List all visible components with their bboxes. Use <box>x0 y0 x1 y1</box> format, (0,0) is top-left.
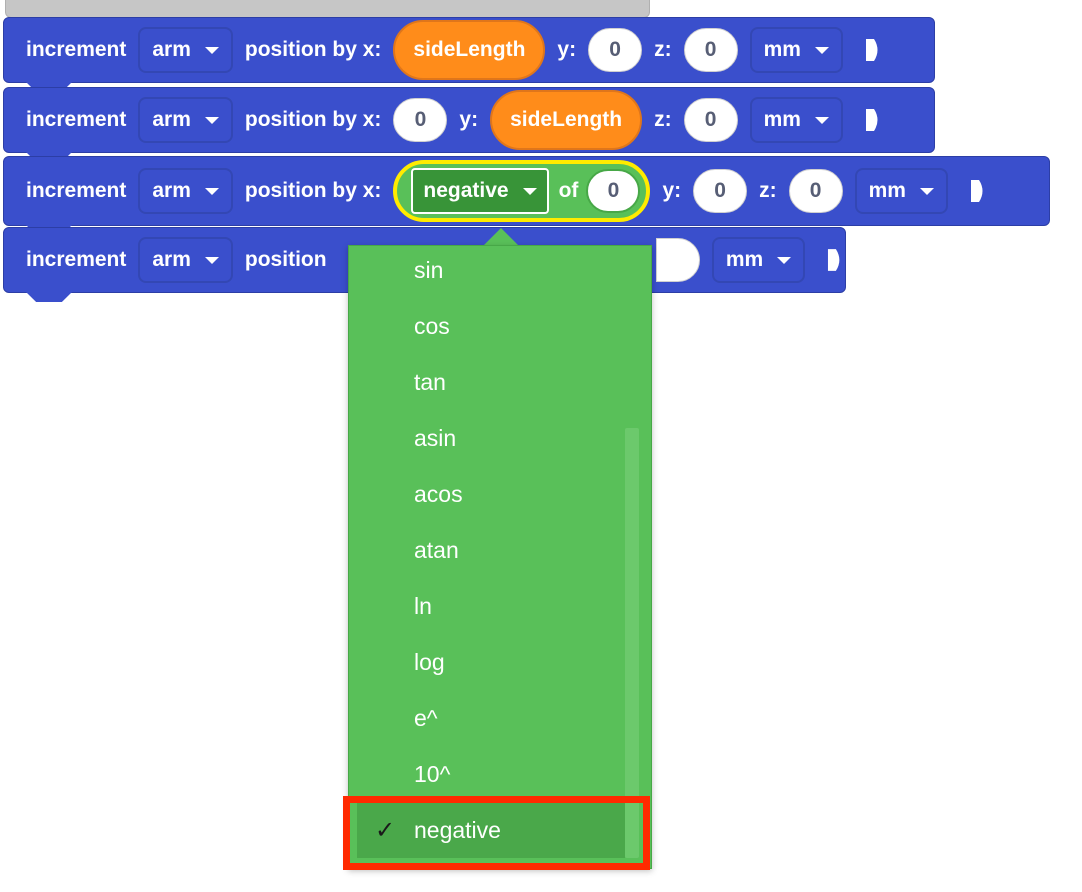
position-label: position by x: <box>244 179 382 202</box>
math-operator-value: negative <box>423 179 509 202</box>
z-label: z: <box>654 108 672 131</box>
target-dropdown[interactable]: arm <box>138 97 233 143</box>
caret-down-icon <box>777 256 792 264</box>
unit-value: mm <box>763 108 801 131</box>
expand-arrow-icon[interactable] <box>968 178 988 204</box>
x-input[interactable]: 0 <box>393 98 448 142</box>
math-value-input[interactable]: 0 <box>586 169 641 213</box>
target-dropdown[interactable]: arm <box>138 168 233 214</box>
z-label: z: <box>654 38 672 61</box>
selection-highlight-box <box>343 796 650 870</box>
caret-down-icon <box>204 116 219 124</box>
math-operator-menu[interactable]: sin cos tan asin acos atan ln log e^ 10^… <box>348 245 652 869</box>
unit-dropdown[interactable]: mm <box>711 237 806 283</box>
z-input[interactable]: 0 <box>683 28 738 72</box>
caret-down-icon <box>814 46 829 54</box>
caret-down-icon <box>204 256 219 264</box>
position-label: position <box>244 248 327 271</box>
target-value: arm <box>152 38 191 61</box>
z-label: z: <box>759 179 777 202</box>
menu-item-ln[interactable]: ln <box>414 592 432 619</box>
z-input-partial[interactable] <box>655 238 700 282</box>
target-value: arm <box>152 179 191 202</box>
caret-down-icon <box>522 187 537 195</box>
unit-value: mm <box>763 38 801 61</box>
target-value: arm <box>152 248 191 271</box>
checkmark-icon: ✓ <box>375 816 396 844</box>
z-input[interactable]: 0 <box>683 98 738 142</box>
y-input[interactable]: 0 <box>693 169 748 213</box>
position-label: position by x: <box>244 38 382 61</box>
menu-item-negative[interactable]: ✓ negative <box>357 802 625 858</box>
math-of-label: of <box>558 179 579 202</box>
menu-item-asin[interactable]: asin <box>414 424 457 451</box>
unit-dropdown[interactable]: mm <box>749 27 843 73</box>
expand-arrow-icon[interactable] <box>863 107 883 133</box>
menu-item-sin[interactable]: sin <box>414 256 444 283</box>
unit-dropdown[interactable]: mm <box>749 97 843 143</box>
target-value: arm <box>152 108 191 131</box>
math-operator-block[interactable]: negative of 0 <box>393 160 651 222</box>
menu-item-e-power[interactable]: e^ <box>414 704 438 731</box>
increment-label: increment <box>26 38 127 61</box>
menu-item-label: negative <box>414 816 501 843</box>
expand-arrow-icon[interactable] <box>825 247 845 273</box>
menu-item-tan[interactable]: tan <box>414 368 446 395</box>
menu-item-cos[interactable]: cos <box>414 312 450 339</box>
unit-value: mm <box>868 179 906 202</box>
increment-label: increment <box>26 179 127 202</box>
menu-item-atan[interactable]: atan <box>414 536 459 563</box>
y-input[interactable]: 0 <box>588 28 643 72</box>
menu-item-10-power[interactable]: 10^ <box>414 760 451 787</box>
menu-scrollbar[interactable] <box>625 428 639 858</box>
x-variable-reporter[interactable]: sideLength <box>393 20 546 80</box>
menu-item-log[interactable]: log <box>414 648 445 675</box>
increment-position-block-1[interactable]: increment arm position by x: sideLength … <box>3 17 935 92</box>
increment-label: increment <box>26 108 127 131</box>
increment-position-block-3[interactable]: increment arm position by x: negative of… <box>3 156 1050 235</box>
math-operator-dropdown[interactable]: negative <box>411 168 549 214</box>
caret-down-icon <box>814 116 829 124</box>
target-dropdown[interactable]: arm <box>138 237 233 283</box>
menu-item-acos[interactable]: acos <box>414 480 463 507</box>
z-input[interactable]: 0 <box>788 169 843 213</box>
increment-position-block-2[interactable]: increment arm position by x: 0 y: sideLe… <box>3 87 935 162</box>
y-label: y: <box>459 108 479 131</box>
y-variable-reporter[interactable]: sideLength <box>490 90 643 150</box>
caret-down-icon <box>204 187 219 195</box>
expand-arrow-icon[interactable] <box>863 37 883 63</box>
position-label: position by x: <box>244 108 382 131</box>
unit-dropdown[interactable]: mm <box>854 168 948 214</box>
y-label: y: <box>662 179 682 202</box>
y-label: y: <box>557 38 577 61</box>
target-dropdown[interactable]: arm <box>138 27 233 73</box>
caret-down-icon <box>919 187 934 195</box>
previous-block <box>5 0 650 18</box>
block-connector <box>26 292 72 302</box>
caret-down-icon <box>204 46 219 54</box>
unit-value: mm <box>725 248 764 271</box>
increment-label: increment <box>26 248 127 271</box>
